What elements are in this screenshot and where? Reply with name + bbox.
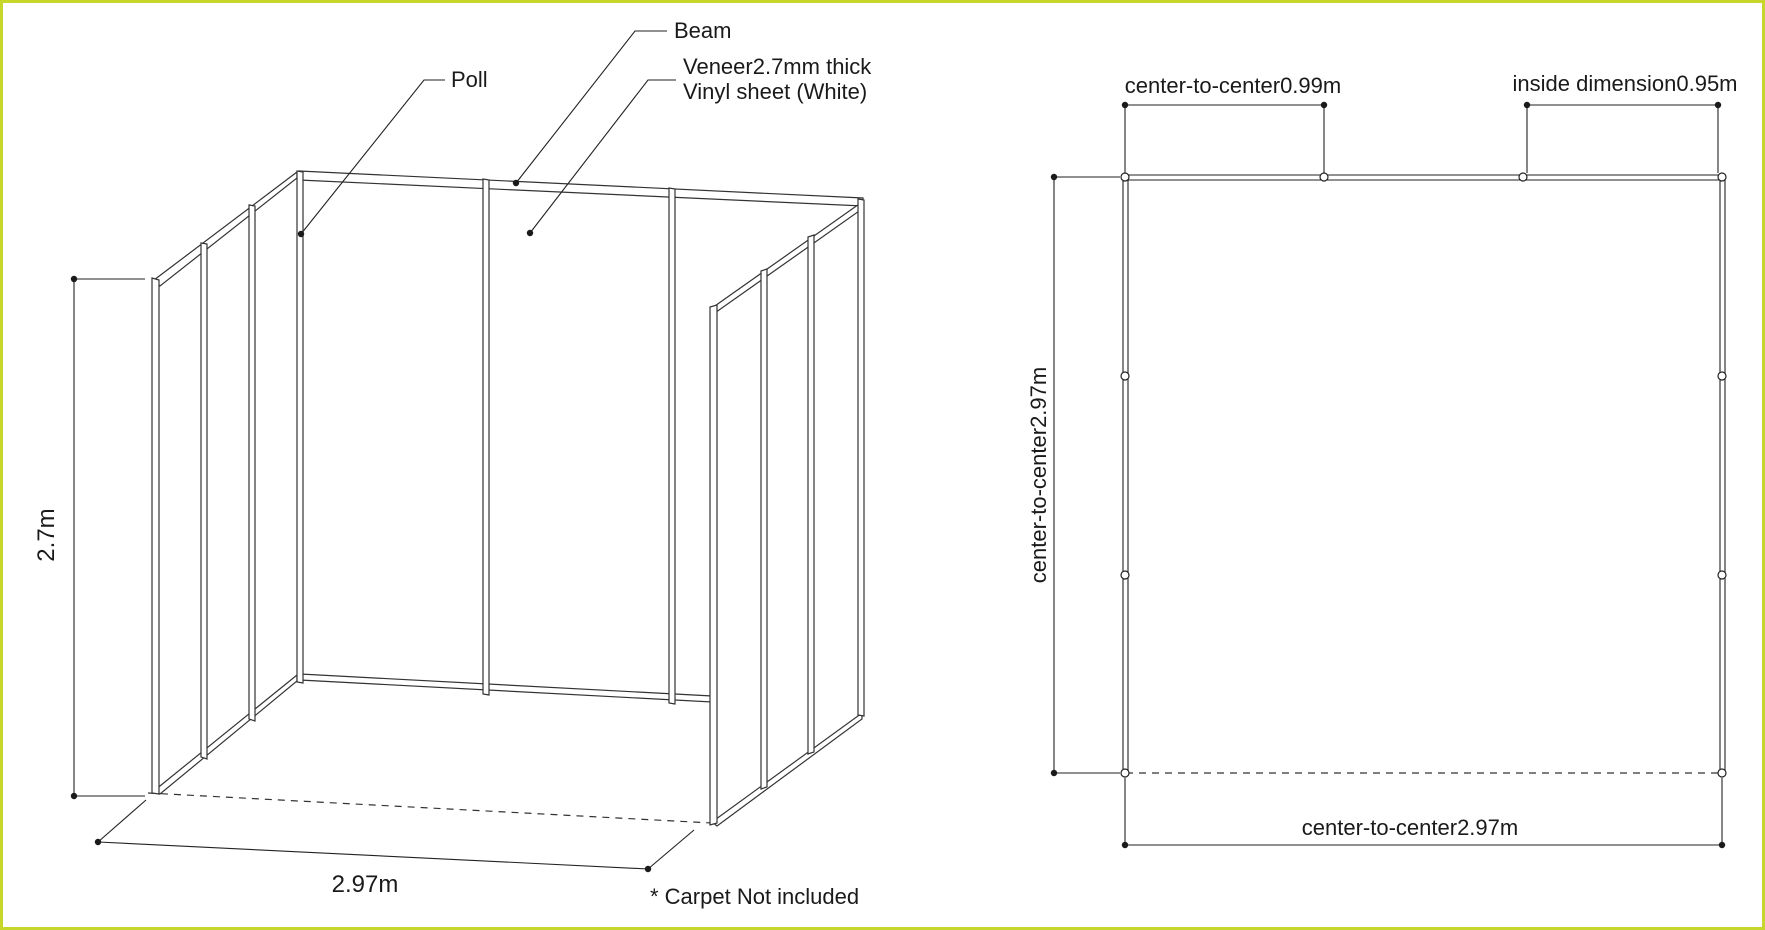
leader-point	[512, 179, 520, 187]
dimension-point	[94, 838, 102, 846]
width-extension-left	[97, 799, 147, 843]
plan-pole-node	[1717, 371, 1727, 381]
right-front-pole	[709, 304, 718, 826]
plan-pole-node	[1120, 768, 1130, 778]
left-wall-top-beam	[153, 170, 298, 287]
back-wall-pole	[668, 187, 676, 705]
dimension-point	[70, 792, 78, 800]
left-wall-pole	[248, 204, 256, 722]
width-dimension-label: 2.97m	[332, 871, 399, 898]
floor-front-edge	[147, 792, 713, 824]
dimension-point	[1718, 841, 1726, 849]
panel-leader-line	[529, 79, 676, 234]
plan-pole-node	[1717, 172, 1727, 182]
back-wall-top-beam	[298, 170, 864, 207]
pole-leader-line	[300, 79, 445, 235]
top-left-dimension-label: center-to-center0.99m	[1125, 73, 1341, 98]
dimension-point	[1050, 173, 1058, 181]
dimension-point	[1714, 101, 1722, 109]
right-wall-bottom-beam	[711, 711, 863, 827]
plan-pole-node	[1319, 172, 1329, 182]
right-wall-pole	[807, 234, 815, 755]
plan-pole-node	[1120, 570, 1130, 580]
dimension-point	[70, 275, 78, 283]
dimension-point	[1523, 101, 1531, 109]
plan-pole-node	[1717, 570, 1727, 580]
side-dimension-label: center-to-center2.97m	[1026, 367, 1051, 583]
panel-callout-line1: Veneer2.7mm thick	[683, 54, 872, 79]
perspective-view: 2.7m 2.97m Beam Poll Veneer2.7mm thick V…	[33, 18, 872, 909]
plan-view: center-to-center0.99m inside dimension0.…	[1026, 71, 1738, 849]
back-wall-bottom-beam	[299, 673, 713, 703]
leader-point	[297, 230, 305, 238]
plan-pole-node	[1120, 371, 1130, 381]
plan-pole-node	[1120, 172, 1130, 182]
dimension-point	[1121, 101, 1129, 109]
back-left-corner-pole	[296, 170, 304, 684]
dimension-point	[644, 865, 652, 873]
right-wall-top-beam	[711, 200, 863, 317]
beam-leader-line	[515, 30, 667, 184]
right-wall-pole	[760, 268, 768, 790]
bottom-dimension-label: center-to-center2.97m	[1302, 815, 1518, 840]
leader-point	[526, 229, 534, 237]
dimension-point	[1050, 769, 1058, 777]
left-wall-pole	[200, 242, 208, 760]
top-right-dimension-label: inside dimension0.95m	[1512, 71, 1737, 96]
dimension-point	[1320, 101, 1328, 109]
left-wall-bottom-beam	[154, 673, 298, 795]
dimension-point	[1121, 841, 1129, 849]
width-dimension-line	[97, 841, 649, 870]
carpet-note: * Carpet Not included	[650, 884, 859, 909]
panel-callout-line2: Vinyl sheet (White)	[683, 79, 867, 104]
height-dimension-label: 2.7m	[33, 508, 60, 561]
back-right-corner-pole	[857, 198, 865, 717]
back-wall-pole	[482, 178, 490, 696]
plan-pole-node	[1518, 172, 1528, 182]
pole-callout: Poll	[451, 67, 488, 92]
width-extension-right	[647, 829, 695, 870]
left-front-pole	[151, 277, 160, 795]
plan-pole-node	[1717, 768, 1727, 778]
beam-callout: Beam	[674, 18, 731, 43]
